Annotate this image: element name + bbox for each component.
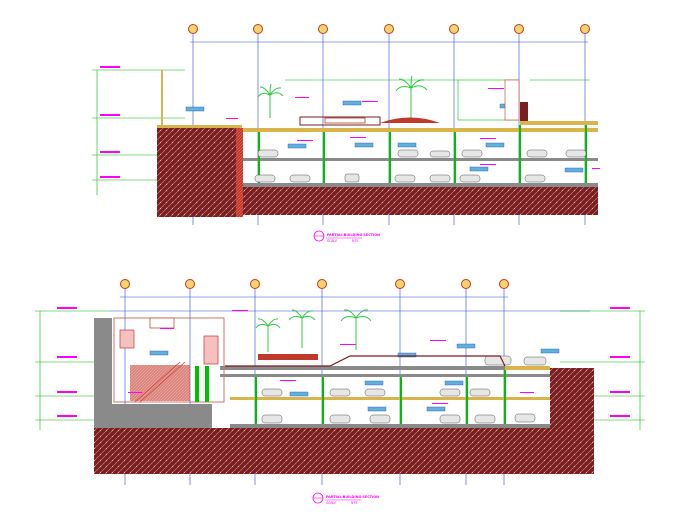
light-pole-top bbox=[161, 70, 163, 126]
grid-marker bbox=[317, 279, 327, 289]
grid-marker bbox=[250, 279, 260, 289]
grid-marker bbox=[499, 279, 509, 289]
roof-planter bbox=[299, 116, 381, 126]
slabs-bottom bbox=[220, 366, 550, 428]
slabs-top bbox=[157, 102, 598, 187]
grid-marker bbox=[120, 279, 130, 289]
grid-marker bbox=[580, 24, 590, 34]
grid-markers-bottom bbox=[120, 279, 509, 289]
earth-left-top bbox=[157, 127, 237, 217]
grid-marker bbox=[384, 24, 394, 34]
earth-base-top bbox=[243, 187, 598, 215]
grid-marker bbox=[188, 24, 198, 34]
grid-marker bbox=[185, 279, 195, 289]
section-title-bottom: PARTIAL BUILDING SECTION SCALE NTS bbox=[312, 492, 379, 505]
grid-marker bbox=[318, 24, 328, 34]
section-sheet-ref: NTS bbox=[352, 239, 358, 243]
grid-marker bbox=[449, 24, 459, 34]
wall-base-bottom bbox=[112, 404, 212, 428]
grid-markers-top bbox=[188, 24, 590, 34]
section-title-text: PARTIAL BUILDING SECTION bbox=[327, 233, 380, 237]
retaining-wall-hatch bbox=[236, 128, 243, 217]
planter-mound bbox=[380, 117, 440, 123]
earth-right-bottom bbox=[550, 368, 594, 430]
section-sheet-ref: NTS bbox=[351, 501, 357, 505]
section-title-top: PARTIAL BUILDING SECTION SCALE NTS bbox=[313, 230, 380, 243]
annotations-bottom bbox=[128, 310, 534, 404]
cars-bottom bbox=[261, 355, 547, 424]
grid-marker bbox=[461, 279, 471, 289]
section-top: PARTIAL BUILDING SECTION SCALE NTS bbox=[92, 24, 600, 243]
columns-bottom bbox=[255, 370, 506, 424]
wall-left-bottom bbox=[94, 318, 112, 428]
rear-building-top bbox=[285, 79, 590, 121]
palm-trees-bottom bbox=[255, 309, 372, 352]
grid-marker bbox=[253, 24, 263, 34]
annotations-top bbox=[226, 88, 600, 169]
grid-marker bbox=[514, 24, 524, 34]
callout-boxes-bottom bbox=[149, 343, 560, 412]
section-bottom: PARTIAL BUILDING SECTION SCALE NTS bbox=[35, 279, 645, 505]
section-title-text: PARTIAL BUILDING SECTION bbox=[326, 495, 379, 499]
cars-top bbox=[254, 149, 587, 183]
section-scale-text: SCALE bbox=[327, 239, 337, 243]
section-scale-text: SCALE bbox=[326, 501, 336, 505]
earth-base-bottom bbox=[94, 428, 594, 474]
palm-trees-top bbox=[257, 75, 428, 118]
grid-marker bbox=[395, 279, 405, 289]
